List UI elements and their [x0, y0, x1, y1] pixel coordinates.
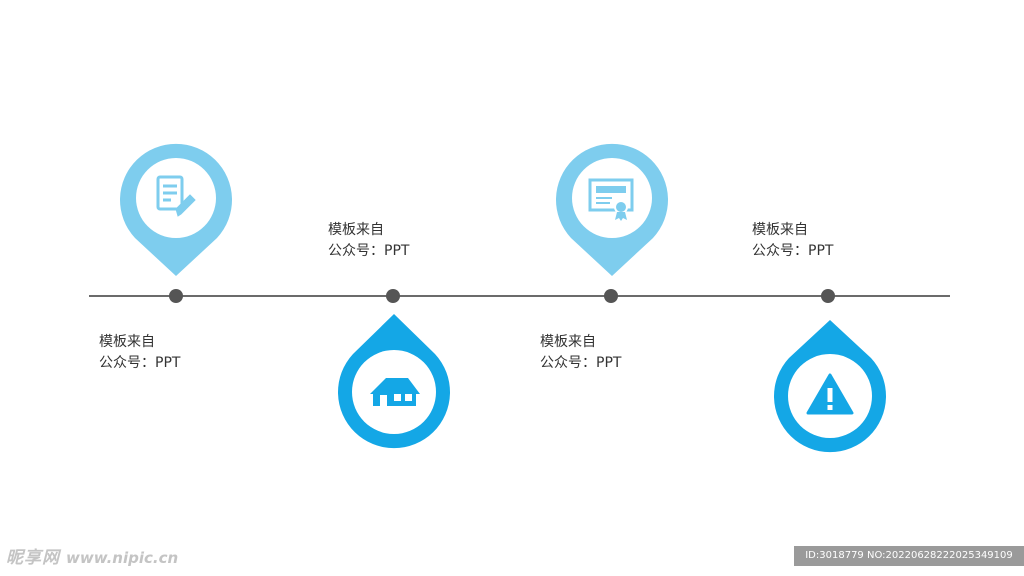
- timeline-dot-2: [386, 289, 400, 303]
- watermark-url: www.nipic.cn: [66, 549, 179, 567]
- warning-icon: [806, 373, 854, 415]
- label-subtitle: 公众号：PPT: [99, 355, 181, 371]
- watermark-brand-text: 昵享网: [6, 548, 60, 568]
- timeline-dot-4: [821, 289, 835, 303]
- house-icon: [370, 378, 420, 406]
- label-subtitle: 公众号：PPT: [540, 355, 622, 371]
- document-pen-icon: [156, 175, 196, 217]
- timeline-label-4: 模板来自 公众号：PPT: [752, 220, 833, 262]
- label-title: 模板来自: [752, 222, 808, 238]
- label-title: 模板来自: [540, 334, 596, 350]
- timeline-label-1: 模板来自 公众号：PPT: [99, 332, 180, 374]
- label-subtitle: 公众号：PPT: [328, 243, 410, 259]
- timeline-dot-1: [169, 289, 183, 303]
- watermark-id: ID:3018779 NO:20220628222025349109: [794, 546, 1024, 566]
- drop-pin-2: [338, 314, 450, 449]
- label-subtitle: 公众号：PPT: [752, 243, 834, 259]
- map-pin-3: [556, 143, 668, 276]
- timeline-line: [89, 295, 950, 297]
- label-title: 模板来自: [99, 334, 155, 350]
- drop-pin-4: [774, 320, 886, 453]
- watermark-brand: 昵享网 www.nipic.cn: [6, 543, 178, 568]
- map-pin-1: [120, 143, 232, 276]
- certificate-icon: [588, 178, 634, 221]
- timeline-label-2: 模板来自 公众号：PPT: [328, 220, 409, 262]
- timeline-dot-3: [604, 289, 618, 303]
- timeline-label-3: 模板来自 公众号：PPT: [540, 332, 621, 374]
- label-title: 模板来自: [328, 222, 384, 238]
